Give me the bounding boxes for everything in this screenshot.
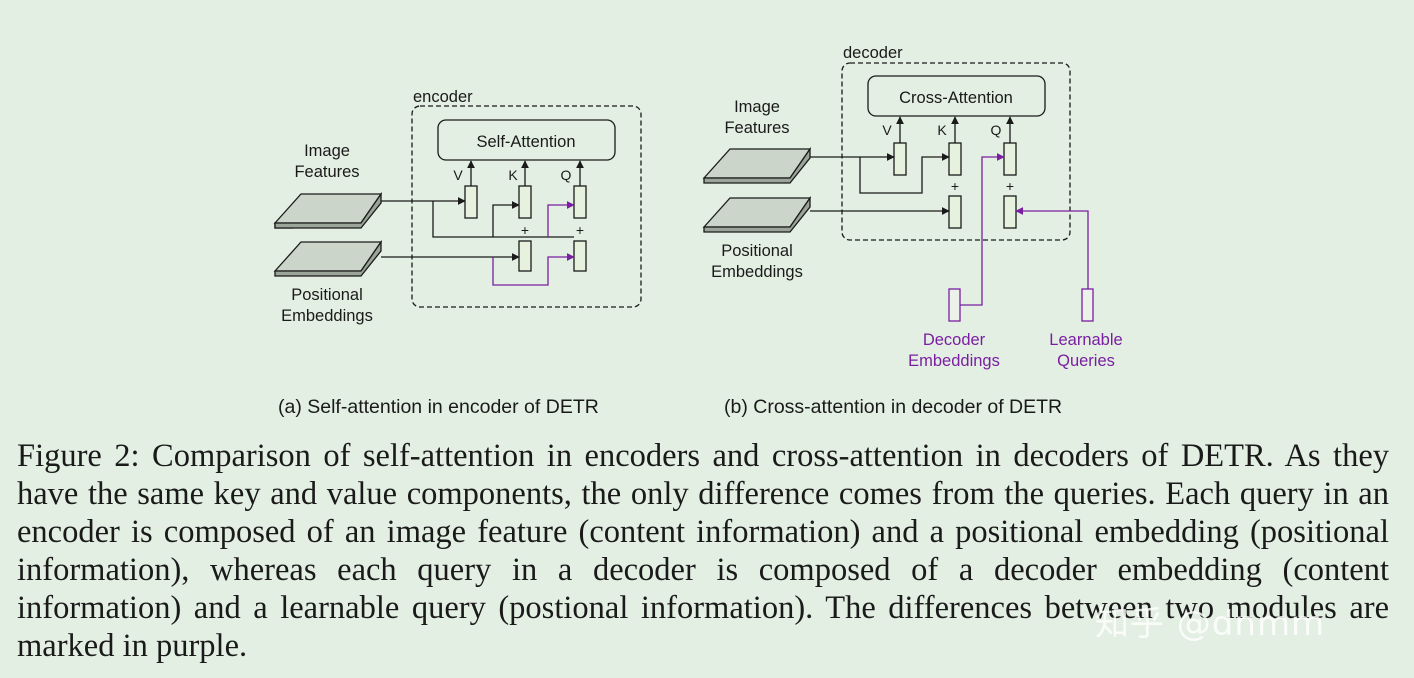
- subcaption-a: (a) Self-attention in encoder of DETR: [278, 396, 599, 418]
- encoder-dashed-box: [411, 105, 642, 308]
- dec-v-label: V: [882, 122, 892, 138]
- enc-positional-embeddings-line1: Positional: [291, 286, 363, 304]
- encoder-label: encoder: [413, 88, 473, 106]
- enc-k-label: K: [508, 167, 518, 183]
- decoder-dashed-box: [841, 62, 1071, 241]
- decoder-label: decoder: [843, 44, 903, 62]
- enc-plus-q: +: [576, 222, 584, 238]
- enc-q-label: Q: [561, 167, 572, 183]
- dec-image-features-line2: Features: [724, 119, 789, 137]
- panel-b-decoder: decoder Cross-Attention V K Q + + Image …: [702, 44, 1123, 370]
- enc-value-vector: [464, 185, 478, 219]
- dec-image-features-line1: Image: [734, 98, 780, 116]
- decoder-embeddings-vector: [948, 288, 961, 322]
- enc-query-vector: [573, 185, 587, 219]
- enc-plus-k: +: [521, 222, 529, 238]
- dec-key-pos-vector: [948, 195, 962, 229]
- decoder-embeddings-line1: Decoder: [923, 331, 986, 349]
- dec-k-label: K: [937, 122, 947, 138]
- watermark: 知乎 @dnmm: [1095, 604, 1326, 644]
- subcaption-b: (b) Cross-attention in decoder of DETR: [724, 396, 1062, 418]
- enc-key-vector: [518, 185, 532, 219]
- dec-query-pos-vector: [1003, 195, 1017, 229]
- decoder-embeddings-line2: Embeddings: [908, 352, 1000, 370]
- dec-q-label: Q: [991, 122, 1002, 138]
- enc-v-label: V: [453, 167, 463, 183]
- learnable-queries-line2: Queries: [1057, 352, 1115, 370]
- dec-plus-q: +: [1006, 178, 1014, 194]
- enc-positional-embeddings-line2: Embeddings: [281, 307, 373, 325]
- dec-positional-embeddings-line2: Embeddings: [711, 263, 803, 281]
- dec-plus-k: +: [951, 178, 959, 194]
- self-attention-label: Self-Attention: [476, 133, 575, 151]
- enc-image-features-line2: Features: [294, 163, 359, 181]
- cross-attention-block: [867, 75, 1046, 117]
- self-attention-block: [437, 119, 616, 161]
- enc-key-pos-vector: [518, 240, 532, 272]
- enc-image-features-line1: Image: [304, 142, 350, 160]
- cross-attention-label: Cross-Attention: [899, 89, 1013, 107]
- dec-query-vector: [1003, 142, 1017, 176]
- learnable-queries-vector: [1081, 288, 1094, 322]
- learnable-queries-line1: Learnable: [1049, 331, 1122, 349]
- enc-query-pos-vector: [573, 240, 587, 272]
- detr-figure: encoder Self-Attention V K Q + + Image F…: [273, 44, 1123, 418]
- dec-positional-embeddings-line1: Positional: [721, 242, 793, 260]
- dec-value-vector: [893, 142, 907, 176]
- dec-key-vector: [948, 142, 962, 176]
- figure-caption: Figure 2: Comparison of self-attention i…: [17, 438, 1389, 664]
- panel-a-encoder: encoder Self-Attention V K Q + + Image F…: [273, 88, 642, 325]
